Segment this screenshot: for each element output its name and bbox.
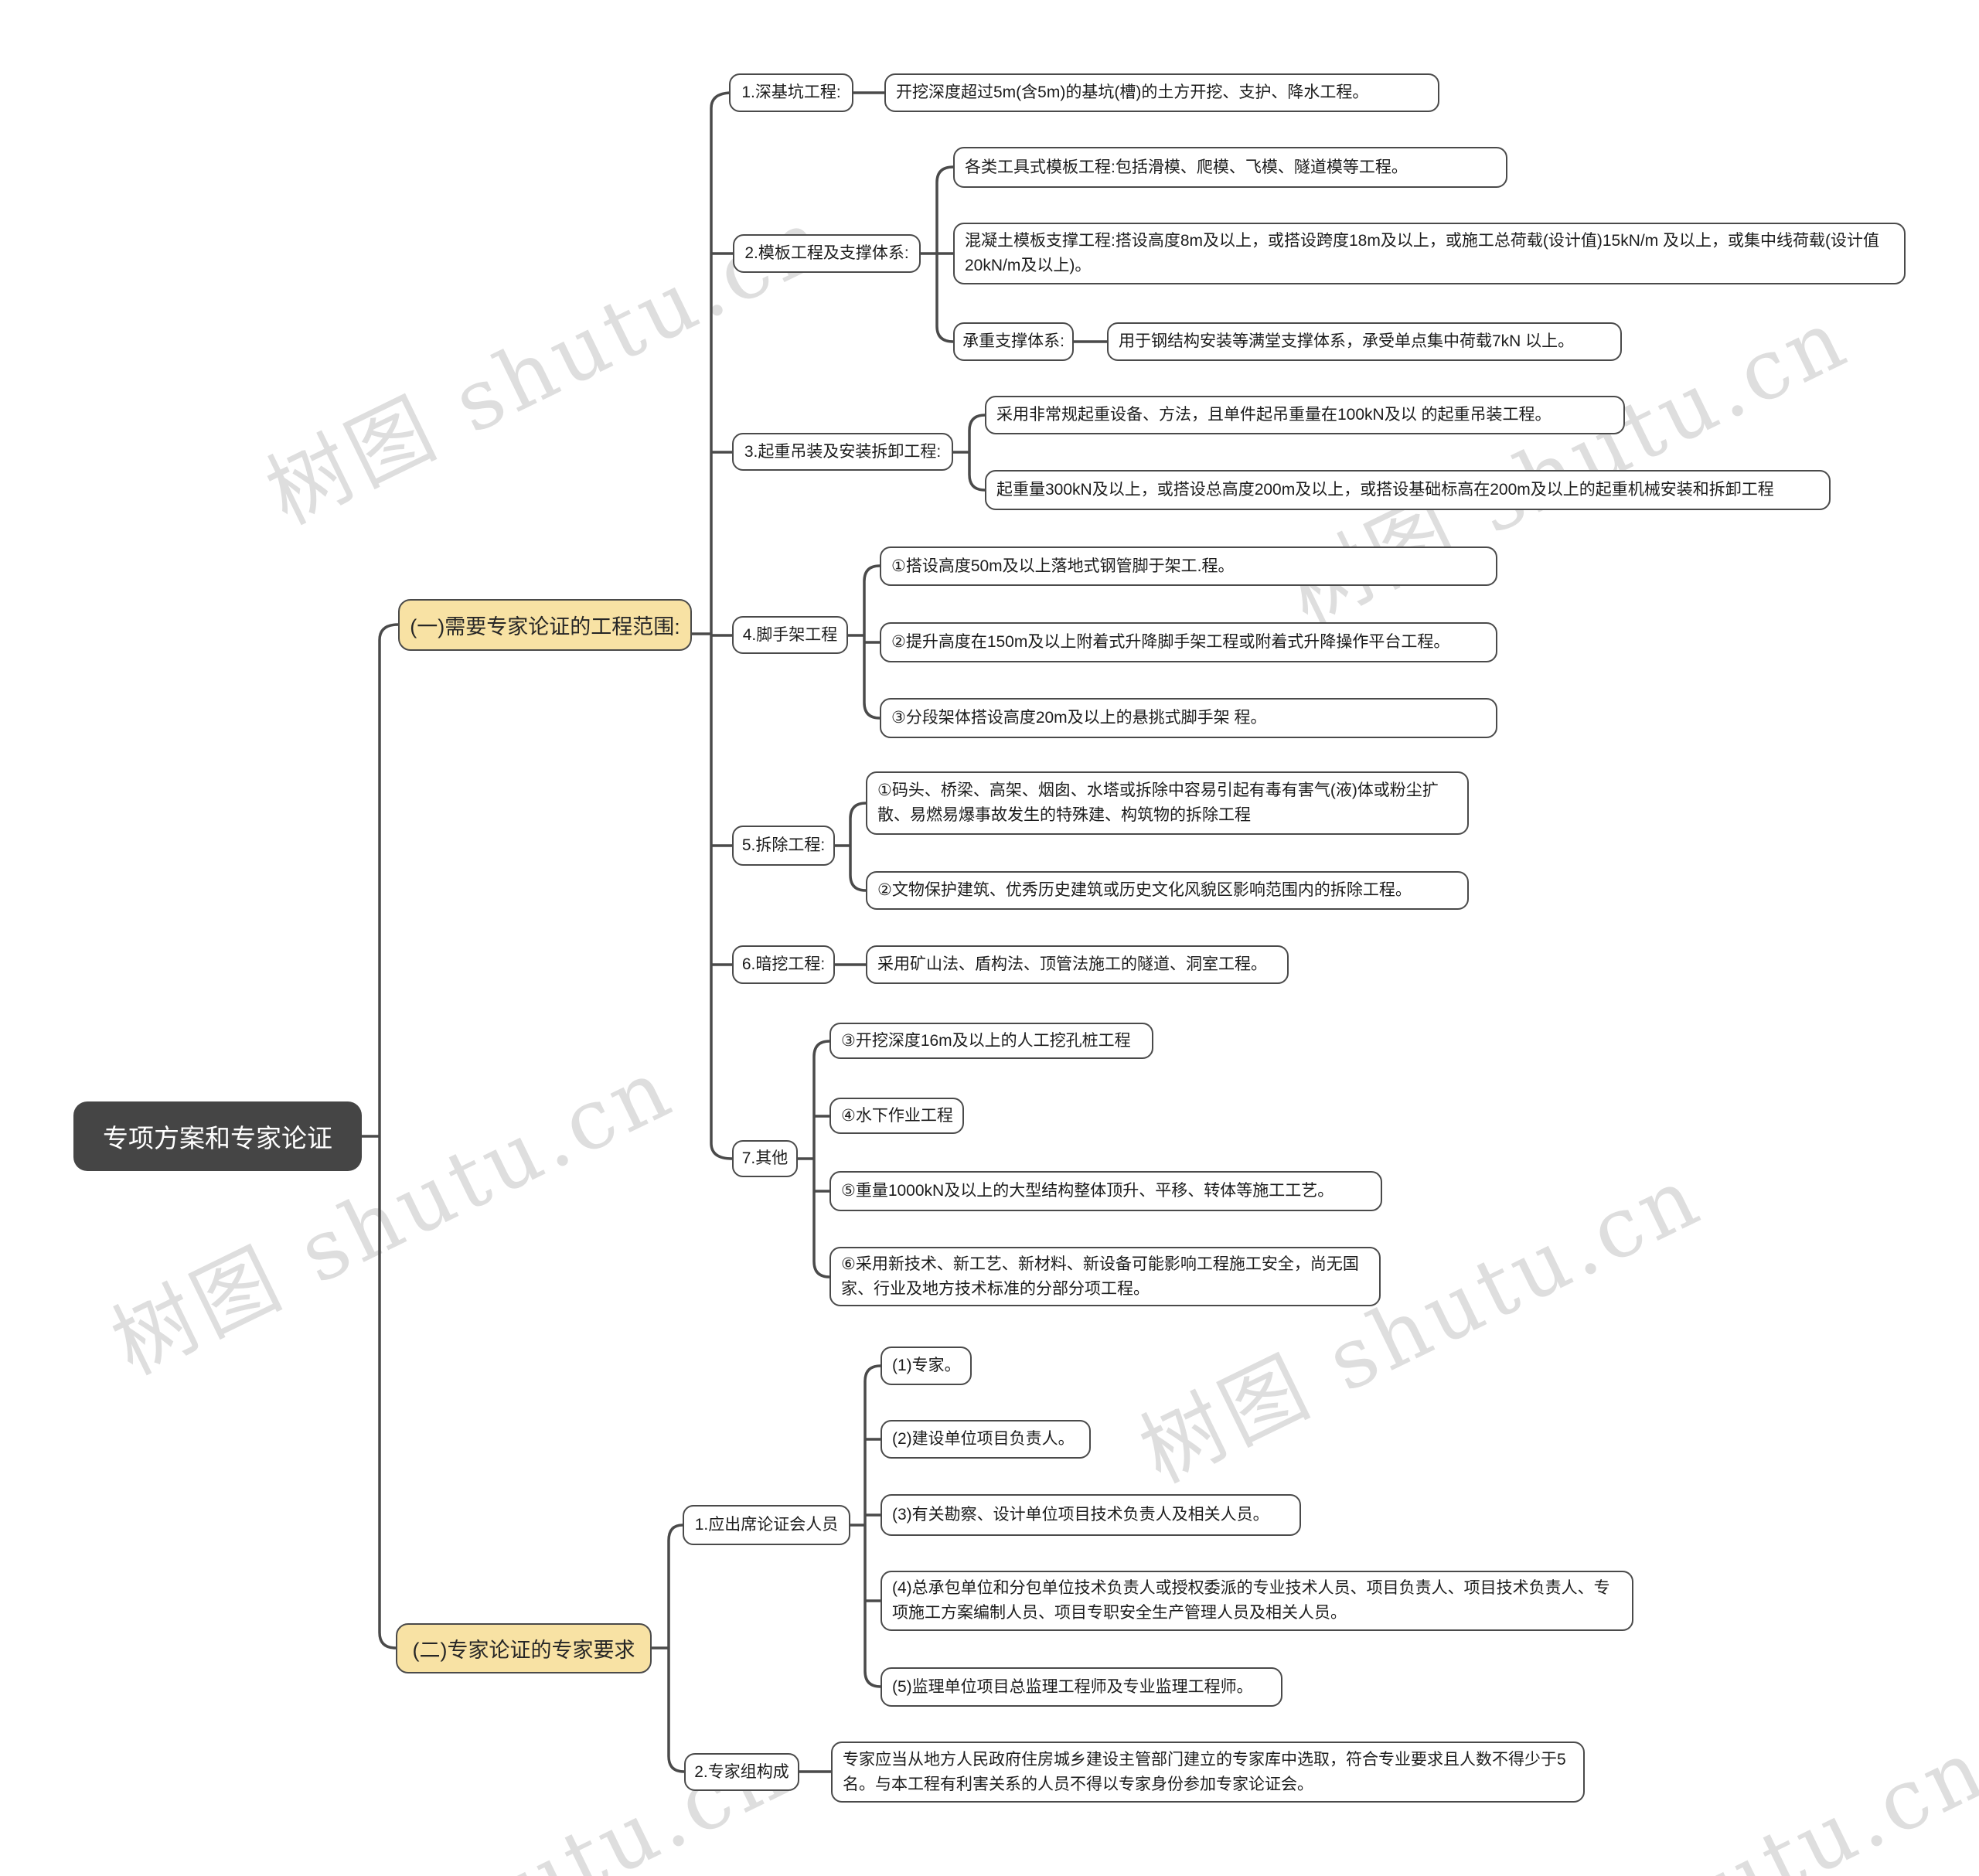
node-demolition-special[interactable]: ①码头、桥梁、高架、烟囱、水塔或拆除中容易引起有毒有害气(液)体或粉尘扩散、易燃… <box>866 771 1469 835</box>
root-node[interactable]: 专项方案和专家论证 <box>73 1101 362 1171</box>
node-others-1000kn[interactable]: ⑤重量1000kN及以上的大型结构整体顶升、平移、转体等施工工艺。 <box>829 1171 1382 1211</box>
node-formwork-tool-type[interactable]: 各类工具式模板工程:包括滑模、爬模、飞模、隧道模等工程。 <box>953 147 1507 188</box>
node-others-new-tech[interactable]: ⑥采用新技术、新工艺、新材料、新设备可能影响工程施工安全，尚无国家、行业及地方技… <box>829 1247 1381 1306</box>
node-underground-detail[interactable]: 采用矿山法、盾构法、顶管法施工的隧道、洞室工程。 <box>866 945 1289 984</box>
node-attendees-label[interactable]: 1.应出席论证会人员 <box>683 1505 850 1545</box>
node-attendees-supervision[interactable]: (5)监理单位项目总监理工程师及专业监理工程师。 <box>881 1667 1282 1707</box>
node-attendees-survey-design[interactable]: (3)有关勘察、设计单位项目技术负责人及相关人员。 <box>881 1494 1301 1536</box>
node-formwork-label[interactable]: 2.模板工程及支撑体系: <box>733 234 921 273</box>
node-demolition-label[interactable]: 5.拆除工程: <box>732 826 835 866</box>
node-scaffold-20m[interactable]: ③分段架体搭设高度20m及以上的悬挑式脚手架 程。 <box>880 698 1497 738</box>
branch-expert-requirements-node[interactable]: (二)专家论证的专家要求 <box>396 1623 652 1673</box>
node-demolition-heritage[interactable]: ②文物保护建筑、优秀历史建筑或历史文化风貌区影响范围内的拆除工程。 <box>866 871 1469 910</box>
node-hoisting-nonstandard[interactable]: 采用非常规起重设备、方法，且单件起吊重量在100kN及以 的起重吊装工程。 <box>985 396 1625 434</box>
branch-scope-node[interactable]: (一)需要专家论证的工程范围: <box>398 599 692 651</box>
node-deep-foundation-detail[interactable]: 开挖深度超过5m(含5m)的基坑(槽)的土方开挖、支护、降水工程。 <box>884 73 1439 112</box>
node-scaffold-50m[interactable]: ①搭设高度50m及以上落地式钢管脚于架工.程。 <box>880 546 1497 586</box>
node-others-underwater[interactable]: ④水下作业工程 <box>829 1098 964 1134</box>
node-expert-group-label[interactable]: 2.专家组构成 <box>684 1753 799 1791</box>
node-others-16m-pile[interactable]: ③开挖深度16m及以上的人工挖孔桩工程 <box>829 1023 1153 1059</box>
node-attendees-owner[interactable]: (2)建设单位项目负责人。 <box>881 1420 1091 1459</box>
node-formwork-concrete-support[interactable]: 混凝土模板支撑工程:搭设高度8m及以上，或搭设跨度18m及以上，或施工总荷载(设… <box>953 223 1906 284</box>
node-load-bearing-label[interactable]: 承重支撑体系: <box>953 322 1074 361</box>
node-attendees-contractor[interactable]: (4)总承包单位和分包单位技术负责人或授权委派的专业技术人员、项目负责人、项目技… <box>881 1571 1633 1631</box>
node-scaffold-150m[interactable]: ②提升高度在150m及以上附着式升降脚手架工程或附着式升降操作平台工程。 <box>880 622 1497 662</box>
node-deep-foundation-label[interactable]: 1.深基坑工程: <box>729 73 853 112</box>
node-scaffold-label[interactable]: 4.脚手架工程 <box>732 616 848 654</box>
node-hoisting-300kn[interactable]: 起重量300kN及以上，或搭设总高度200m及以上，或搭设基础标高在200m及以… <box>985 470 1831 510</box>
node-hoisting-label[interactable]: 3.起重吊装及安装拆卸工程: <box>732 433 953 471</box>
node-attendees-experts[interactable]: (1)专家。 <box>881 1347 972 1385</box>
node-expert-group-detail[interactable]: 专家应当从地方人民政府住房城乡建设主管部门建立的专家库中选取，符合专业要求且人数… <box>831 1742 1585 1803</box>
node-load-bearing-detail[interactable]: 用于钢结构安装等满堂支撑体系，承受单点集中荷载7kN 以上。 <box>1107 322 1622 361</box>
node-underground-label[interactable]: 6.暗挖工程: <box>732 945 835 984</box>
node-others-label[interactable]: 7.其他 <box>732 1140 798 1177</box>
